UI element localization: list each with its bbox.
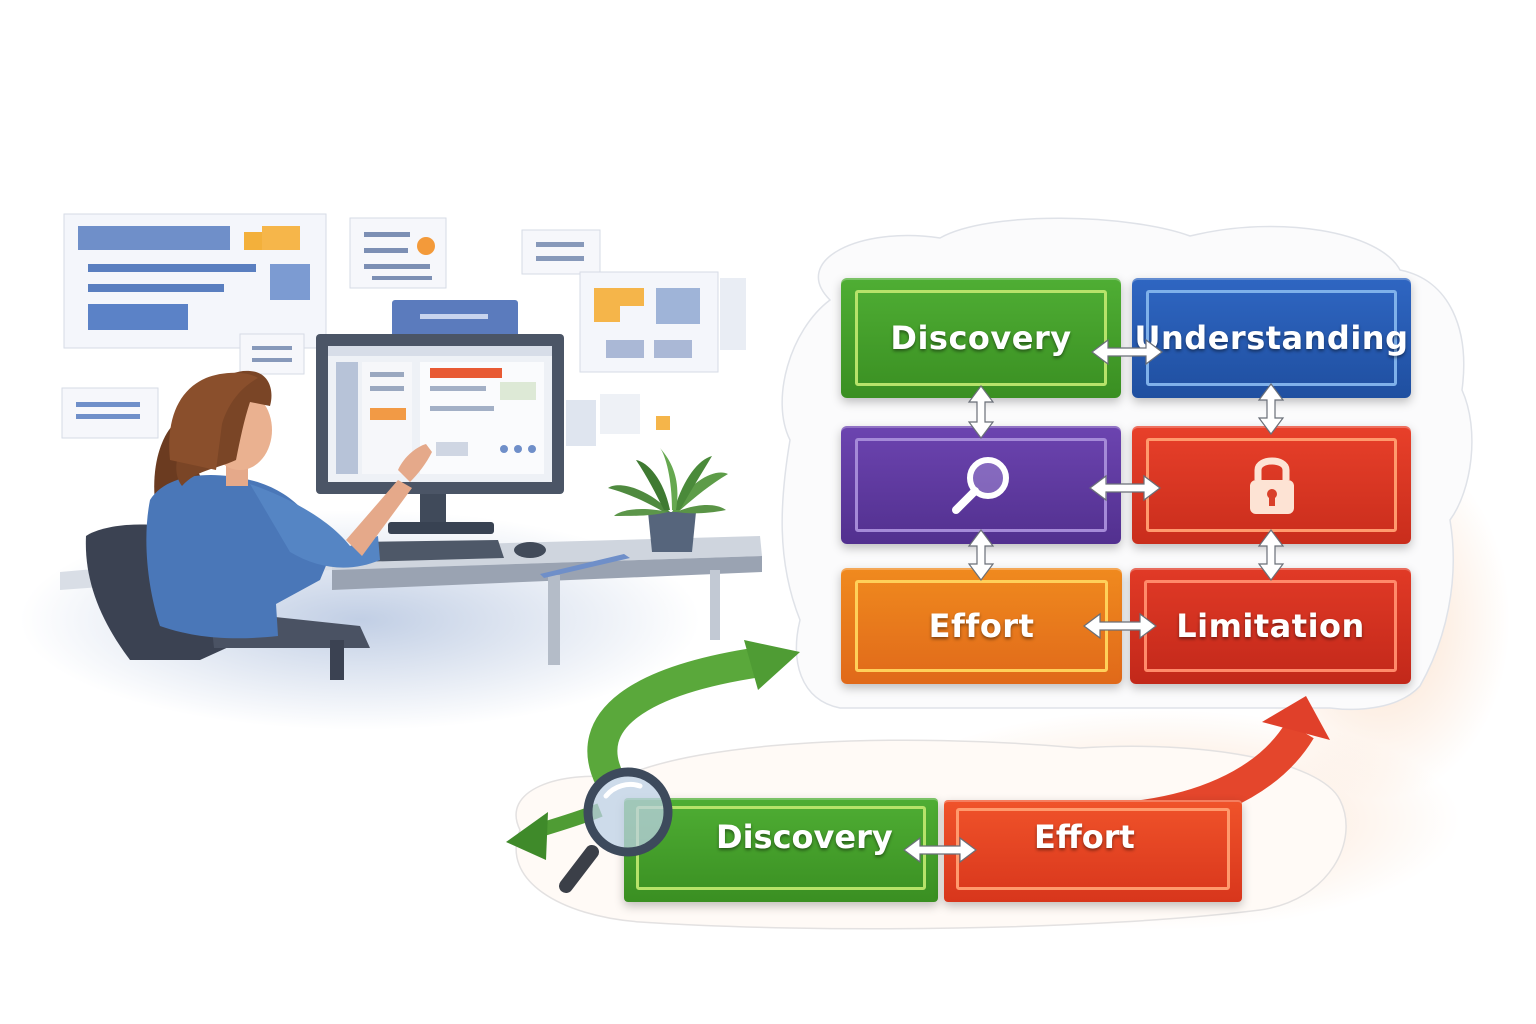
tile-effort: Effort <box>841 568 1122 684</box>
cycle-effort <box>944 800 1242 902</box>
padlock-icon <box>1249 457 1294 514</box>
tile-locked <box>1132 426 1411 544</box>
magnifier-icon <box>952 457 1009 514</box>
keyboard <box>352 540 504 562</box>
pen <box>540 554 630 578</box>
person-at-desk <box>146 370 432 639</box>
cycle-effort-label: Effort <box>1034 818 1135 856</box>
green-left-arrowhead <box>506 812 548 860</box>
wall-card-large <box>63 213 327 349</box>
wall-card-note <box>521 229 601 275</box>
wall-card-tiles <box>579 271 746 373</box>
cycle-discovery <box>624 798 938 902</box>
tile-limitation: Limitation <box>1130 568 1411 684</box>
tile-search <box>841 426 1121 544</box>
tile-limitation-label: Limitation <box>1176 607 1365 645</box>
monitor <box>316 334 564 534</box>
tile-understanding: Understanding <box>1132 278 1411 398</box>
green-cycle-arrow <box>587 647 763 787</box>
wall-card-left <box>61 387 159 439</box>
tile-discovery-label: Discovery <box>890 319 1072 357</box>
wall-card-chat <box>349 217 447 289</box>
mouse <box>514 542 546 558</box>
potted-plant <box>608 448 728 552</box>
cycle-discovery-label: Discovery <box>716 818 893 856</box>
tile-effort-label: Effort <box>928 607 1035 645</box>
tile-discovery: Discovery <box>841 278 1121 398</box>
wall-card-small <box>239 333 305 375</box>
tile-understanding-label: Understanding <box>1134 319 1409 357</box>
